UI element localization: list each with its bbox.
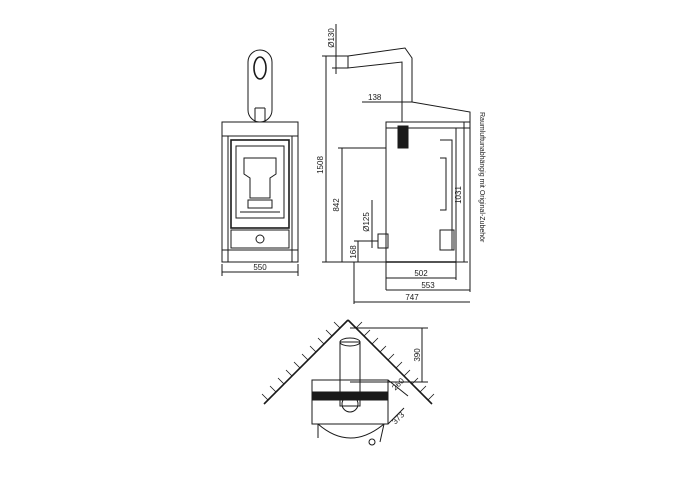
corner-plan-view: 390 260 373	[261, 319, 435, 446]
dim-corner-side-b-line	[387, 407, 405, 425]
corner-side-a-label: 260	[390, 376, 406, 392]
dim-corner-side-a-line	[387, 379, 409, 397]
body-height-label: 1031	[454, 186, 463, 204]
front-door-glass	[235, 145, 285, 219]
corner-door-swing	[317, 423, 385, 439]
outlet-height-label: 842	[332, 198, 341, 212]
room-air-note: Raumluftunabhängig mit Original-Zubehör	[478, 112, 485, 243]
front-ash-drawer	[230, 229, 290, 249]
front-drawer-knob	[255, 234, 265, 244]
corner-door-swing-right	[379, 423, 385, 443]
corner-flue-top	[339, 337, 361, 347]
side-flue-collar	[397, 125, 409, 149]
front-view: 550	[221, 49, 299, 276]
corner-door-hinge	[368, 438, 376, 446]
front-width-label: 550	[253, 263, 267, 272]
corner-wall-left	[263, 319, 349, 405]
front-base	[221, 249, 299, 263]
wall-hatch-left	[261, 321, 341, 401]
side-ash-drawer	[439, 229, 455, 251]
corner-wall-right	[347, 319, 433, 405]
corner-side-b-label: 373	[390, 410, 406, 426]
side-view: 1508 842 168 Ø125 Ø130 138 1031 502 553 …	[316, 24, 485, 304]
side-flue-connector	[401, 101, 471, 123]
corner-distance-label: 390	[413, 348, 422, 362]
overall-height-label: 1508	[316, 156, 325, 174]
front-top-plate	[221, 121, 299, 137]
front-door	[230, 139, 290, 229]
air-inlet-height-label: 168	[349, 245, 358, 259]
front-firebox	[243, 157, 277, 199]
flue-diameter-label: Ø130	[327, 28, 336, 48]
corner-flue-collar	[341, 395, 359, 413]
corner-flue-pipe	[339, 341, 361, 407]
front-flue-opening	[253, 56, 267, 80]
wall-hatch-right	[355, 321, 435, 401]
depth-body-label: 502	[414, 269, 428, 278]
corner-stove-body	[311, 379, 389, 425]
depth-overall-label: 747	[405, 293, 419, 302]
air-inlet-diameter-label: Ø125	[362, 212, 371, 232]
side-handle	[440, 157, 447, 211]
flue-offset-label: 138	[368, 93, 382, 102]
depth-outlet-label: 553	[421, 281, 435, 290]
front-flue-pipe	[247, 49, 273, 123]
front-grate	[247, 199, 273, 209]
